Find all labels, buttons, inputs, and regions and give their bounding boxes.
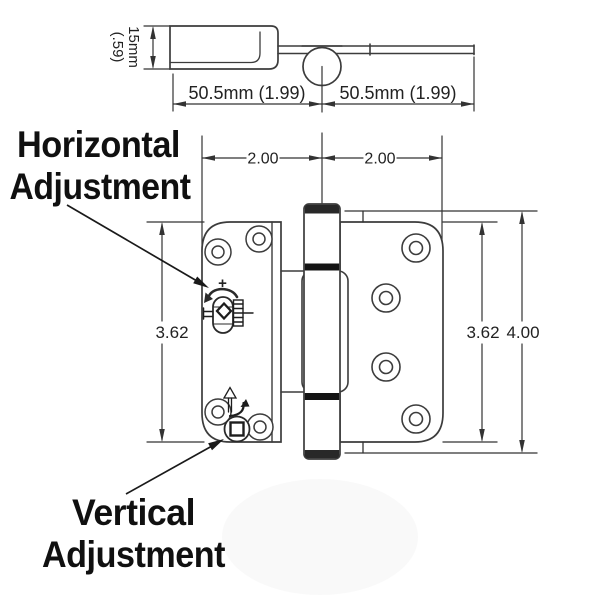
square-socket: [229, 421, 245, 437]
jamb-leaf-inner-wall: [169, 31, 261, 64]
horizontal-adjustment-mechanism: +: [202, 275, 254, 334]
arrowhead-right: [309, 101, 322, 107]
arrowhead-left: [322, 155, 335, 161]
rotation-arrowhead: [204, 292, 213, 303]
hinge-barrel: [303, 203, 341, 460]
right-leaf-plate: [339, 221, 444, 443]
width-left-text: 50.5mm (1.99): [188, 83, 305, 103]
arrowhead-up: [159, 222, 165, 235]
left-height-dimension: [146, 221, 205, 443]
horizontal-move-glyph: [202, 307, 214, 320]
adjuster-rack: [232, 299, 254, 327]
vertical-callout-arrow-line: [125, 445, 213, 495]
barrel-bearing-band-top: [304, 263, 340, 271]
arrowhead-up: [519, 211, 525, 224]
arrowhead-right: [461, 101, 474, 107]
horizontal-callout-arrowhead: [193, 276, 209, 288]
jamb-leaf-section: [169, 25, 279, 70]
arrowhead-right: [309, 155, 322, 161]
arrowhead-left: [173, 101, 186, 107]
vertical-adjustment-mechanism: [222, 386, 251, 443]
right-leaf-screw-holes: [371, 233, 431, 434]
arrowhead-up: [150, 26, 156, 39]
thickness-in-text: (.59): [109, 32, 126, 63]
arrowhead-down: [519, 440, 525, 453]
front-view: 2.00 2.00: [146, 132, 540, 460]
vertical-adjuster-screw: [223, 415, 251, 443]
plus-symbol: +: [218, 275, 227, 292]
horizontal-adjustment-label-line1: Horizontal: [17, 124, 180, 165]
thickness-dimension: [143, 25, 171, 70]
arrowhead-down: [150, 56, 156, 69]
vertical-adjustment-label-line2: Adjustment: [42, 534, 225, 575]
overall-height-text: 4.00: [506, 323, 539, 342]
vertical-callout-arrowhead: [208, 439, 224, 451]
vertical-move-arrow: [222, 386, 238, 413]
arrowhead-left: [322, 101, 335, 107]
horizontal-adjustment-label-line2: Adjustment: [10, 166, 191, 207]
cam-diamond: [215, 301, 233, 321]
top-view: 15mm (.59): [109, 25, 475, 113]
offset-left-text: 2.00: [247, 151, 278, 168]
thickness-mm-text: 15mm: [125, 26, 142, 68]
right-height-dimensions: [481, 212, 523, 452]
arrowhead-left: [202, 155, 215, 161]
right-height-text: 3.62: [466, 323, 499, 342]
left-leaf-screw-holes: [204, 225, 274, 441]
width-right-text: 50.5mm (1.99): [339, 83, 456, 103]
right-leaf-tab-lines: [344, 210, 538, 454]
watermark-blob: [222, 479, 418, 595]
barrel-bearing-band-bottom: [304, 393, 340, 400]
vertical-adjustment-label-line1: Vertical: [72, 492, 195, 533]
callout-labels: Horizontal Adjustment Vertical Adjustmen…: [10, 124, 226, 575]
barrel-top-cap: [304, 204, 340, 214]
barrel-bottom-cap: [304, 450, 340, 459]
left-leaf-plate: [201, 221, 282, 443]
rotation-arrowhead: [240, 399, 250, 407]
arrowhead-right: [429, 155, 442, 161]
left-height-text: 3.62: [155, 323, 188, 342]
thickness-dimension-label: 15mm (.59): [109, 26, 142, 68]
arrowhead-up: [479, 222, 485, 235]
offset-right-text: 2.00: [364, 151, 395, 168]
arrowhead-down: [479, 429, 485, 442]
horizontal-callout-arrow-line: [66, 204, 198, 282]
rotation-arc: [206, 287, 239, 300]
arrowhead-down: [159, 429, 165, 442]
